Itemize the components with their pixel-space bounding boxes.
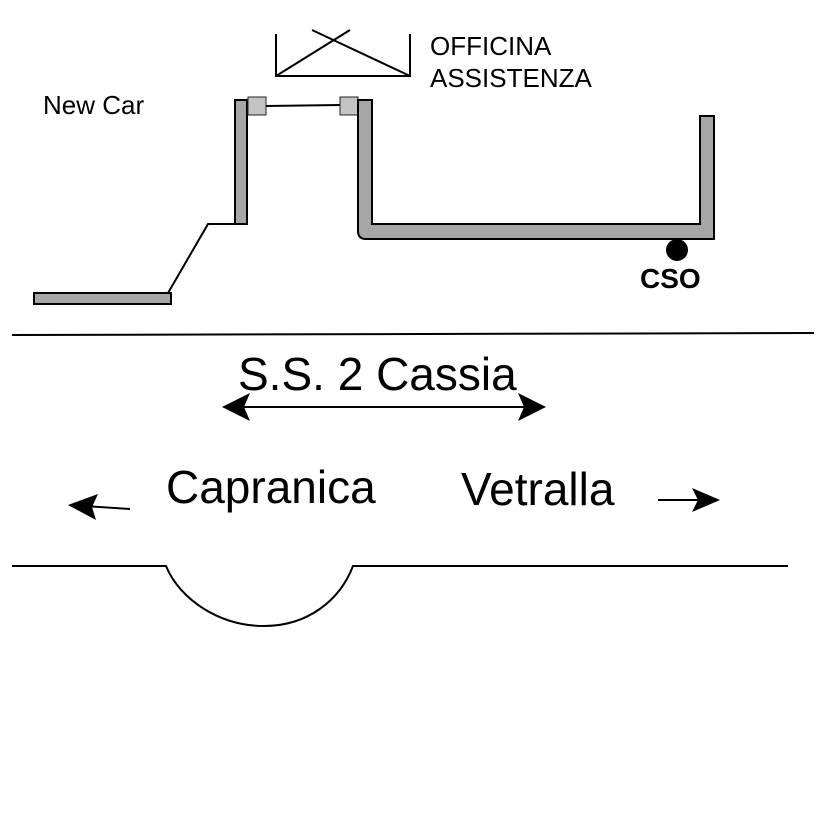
cso-label: CSO <box>640 263 701 294</box>
road-name-label: S.S. 2 Cassia <box>238 348 517 400</box>
gate-post-right <box>339 96 359 116</box>
new-car-vertical-wall <box>234 99 248 225</box>
new-car-building <box>33 96 359 305</box>
gate-post-left <box>247 96 267 116</box>
main-building-wall <box>357 99 715 240</box>
assistenza-label: ASSISTENZA <box>430 63 592 93</box>
capranica-label: Capranica <box>166 461 376 513</box>
road-bottom-edge <box>12 565 788 628</box>
gate-line <box>265 104 341 107</box>
new-car-label: New Car <box>43 90 144 120</box>
vetralla-label: Vetralla <box>461 463 615 515</box>
right-arrow-icon <box>658 488 720 512</box>
workshop-crossed-box-icon <box>275 29 411 77</box>
cso-dot-marker-icon <box>666 239 688 261</box>
road-top-edge <box>11 332 815 336</box>
new-car-slope-line <box>167 223 238 294</box>
new-car-ground-wall <box>33 292 172 305</box>
left-arrow-icon <box>68 494 131 520</box>
officina-label: OFFICINA <box>430 31 552 61</box>
road-double-arrow-icon <box>222 393 546 421</box>
